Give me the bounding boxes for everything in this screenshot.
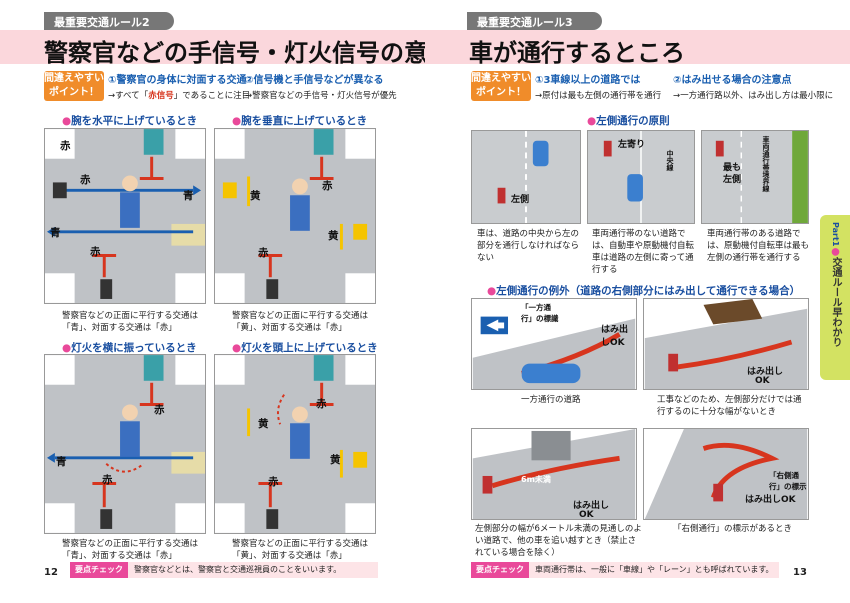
caption: 車両通行帯のある道路では、原動機付自転車は最も左側の通行帯を通行する bbox=[707, 229, 810, 263]
side-index-label: Part1●交通ルール早わかり bbox=[830, 222, 841, 348]
rule-tab-label: 最重要交通ルール3 bbox=[467, 12, 602, 30]
label-ao: 青 bbox=[56, 456, 67, 468]
label-aka: 赤 bbox=[316, 398, 327, 410]
scene-one-way bbox=[471, 298, 637, 390]
scene-with-lane bbox=[701, 130, 809, 224]
label-aka: 赤 bbox=[80, 174, 91, 186]
caption: 車は、道路の中央から左の部分を通行しなければならない bbox=[477, 229, 580, 263]
scene-label: はみ出し bbox=[747, 367, 784, 377]
scene-illustration bbox=[603, 131, 643, 223]
label-aka: 赤 bbox=[322, 180, 333, 192]
label-aka: 赤 bbox=[154, 404, 165, 416]
label-aka: 赤 bbox=[90, 246, 101, 258]
check-bar: 要点チェック警察官などとは、警察官と交通巡視員のことをいいます。 bbox=[70, 562, 378, 578]
scene-label: 左側 bbox=[511, 195, 530, 205]
scene-illustration bbox=[45, 129, 205, 303]
scene-label: 中央線 bbox=[666, 150, 674, 171]
point-1: ①警察官の身体に対面する交通 →すべて「赤信号」であることに注目 bbox=[108, 75, 251, 101]
title-band bbox=[0, 30, 425, 64]
scene-arm-vertical bbox=[214, 128, 376, 304]
scene-illustration bbox=[497, 131, 549, 223]
check-tag: 要点チェック bbox=[70, 562, 128, 578]
check-bar: 要点チェック車両通行帯は、一般に「車線」や「レーン」とも呼ばれています。 bbox=[471, 562, 779, 578]
section-heading: ●左側通行の原則 bbox=[587, 115, 670, 127]
label-ki: 黄 bbox=[250, 190, 261, 202]
scene-illustration bbox=[45, 355, 205, 533]
label-ki: 黄 bbox=[330, 454, 341, 466]
scene-no-lane bbox=[587, 130, 695, 224]
left-page: 最重要交通ルール2 警察官などの手信号・灯火信号の意味 間違えやすい ポイント！… bbox=[0, 12, 452, 578]
caption: 警察官などの正面に平行する交通は「黄」、対面する交通は「赤」 bbox=[232, 539, 369, 561]
caption: 車両通行帯のない道路では、自動車や原動機付自転車は道路の左側に寄って通行する bbox=[592, 229, 695, 275]
scene-light-sideways bbox=[44, 354, 206, 534]
scene-label: 左寄り bbox=[618, 140, 646, 150]
rule-tab-label: 最重要交通ルール2 bbox=[44, 12, 174, 30]
scene-label: 車両通行帯境界線 bbox=[762, 136, 770, 192]
section-heading: ●腕を垂直に上げているとき bbox=[232, 115, 368, 127]
caption: 警察官などの正面に平行する交通は「黄」、対面する交通は「赤」 bbox=[232, 311, 369, 333]
label-aka: 赤 bbox=[102, 474, 113, 486]
point-2: ②はみ出せる場合の注意点 →一方通行路以外、はみ出し方は最小限に bbox=[673, 75, 834, 101]
title-band bbox=[425, 30, 850, 64]
scene-left-center bbox=[471, 130, 581, 224]
scene-illustration bbox=[644, 429, 808, 519]
scene-illustration bbox=[644, 299, 808, 389]
label-aka: 赤 bbox=[60, 140, 71, 152]
scene-illustration bbox=[472, 429, 636, 519]
label-ki: 黄 bbox=[258, 418, 269, 430]
point-2: ②信号機と手信号などが異なる →警察官などの手信号・灯火信号が優先 bbox=[245, 75, 397, 101]
scene-arm-horizontal bbox=[44, 128, 206, 304]
scene-illustration bbox=[472, 316, 636, 389]
label-aka: 赤 bbox=[258, 247, 269, 259]
label-ki: 黄 bbox=[328, 230, 339, 242]
right-page: 最重要交通ルール3 車が通行するところ 間違えやすい ポイント！ ①3車線以上の… bbox=[425, 0, 850, 603]
point-box: 間違えやすい ポイント！ bbox=[471, 71, 531, 101]
scene-label: 左側 bbox=[723, 175, 742, 185]
section-heading: ●灯火を頭上に上げているとき bbox=[232, 342, 378, 354]
page-number: 13 bbox=[793, 567, 807, 578]
page-title: 車が通行するところ bbox=[469, 39, 685, 67]
scene-label: はみ出しOK bbox=[745, 495, 796, 505]
scene-right-side-mark bbox=[643, 428, 809, 520]
scene-label: OK bbox=[755, 376, 770, 386]
scene-label: はみ出し bbox=[573, 501, 610, 511]
scene-label: OK bbox=[579, 510, 594, 520]
caption: 「右側通行」の標示があるとき bbox=[673, 524, 793, 534]
label-ao: 青 bbox=[183, 190, 194, 202]
scene-label: 「一方通行」の標識 bbox=[521, 303, 559, 323]
scene-overtake bbox=[471, 428, 637, 520]
scene-light-overhead bbox=[214, 354, 376, 534]
caption: 工事などのため、左側部分だけでは通行するのに十分な幅がないとき bbox=[657, 395, 802, 417]
caption: 一方通行の道路 bbox=[521, 395, 581, 405]
point-1: ①3車線以上の道路では →原付は最も左側の通行帯を通行 bbox=[535, 75, 662, 101]
label-ao: 青 bbox=[50, 227, 61, 239]
scene-label: 最も bbox=[723, 163, 742, 173]
caption: 左側部分の幅が6メートル未満の見通しのよい道路で、他の車を追い越すとき（禁止され… bbox=[475, 524, 642, 558]
scene-construction bbox=[643, 298, 809, 390]
scene-illustration bbox=[215, 355, 375, 533]
scene-illustration bbox=[215, 129, 375, 303]
point-box: 間違えやすい ポイント！ bbox=[44, 71, 104, 101]
page-number: 12 bbox=[44, 567, 58, 578]
check-text: 車両通行帯は、一般に「車線」や「レーン」とも呼ばれています。 bbox=[535, 565, 774, 574]
caption: 警察官などの正面に平行する交通は「青」、対面する交通は「赤」 bbox=[62, 311, 199, 333]
label-aka: 赤 bbox=[268, 476, 279, 488]
scene-label: 6m未満 bbox=[521, 475, 551, 484]
caption: 警察官などの正面に平行する交通は「青」、対面する交通は「赤」 bbox=[62, 539, 199, 561]
section-heading: ●左側通行の例外（道路の右側部分にはみ出して通行できる場合） bbox=[487, 285, 801, 297]
side-index-tab[interactable] bbox=[820, 215, 850, 380]
scene-illustration bbox=[715, 131, 808, 223]
scene-label: はみ出しOK bbox=[601, 325, 629, 348]
check-tag: 要点チェック bbox=[471, 562, 529, 578]
section-heading: ●腕を水平に上げているとき bbox=[62, 115, 198, 127]
page-title: 警察官などの手信号・灯火信号の意味 bbox=[44, 39, 452, 67]
section-heading: ●灯火を横に振っているとき bbox=[62, 342, 197, 354]
scene-label: 「右側通行」の標示 bbox=[769, 471, 807, 491]
check-text: 警察官などとは、警察官と交通巡視員のことをいいます。 bbox=[134, 565, 342, 574]
